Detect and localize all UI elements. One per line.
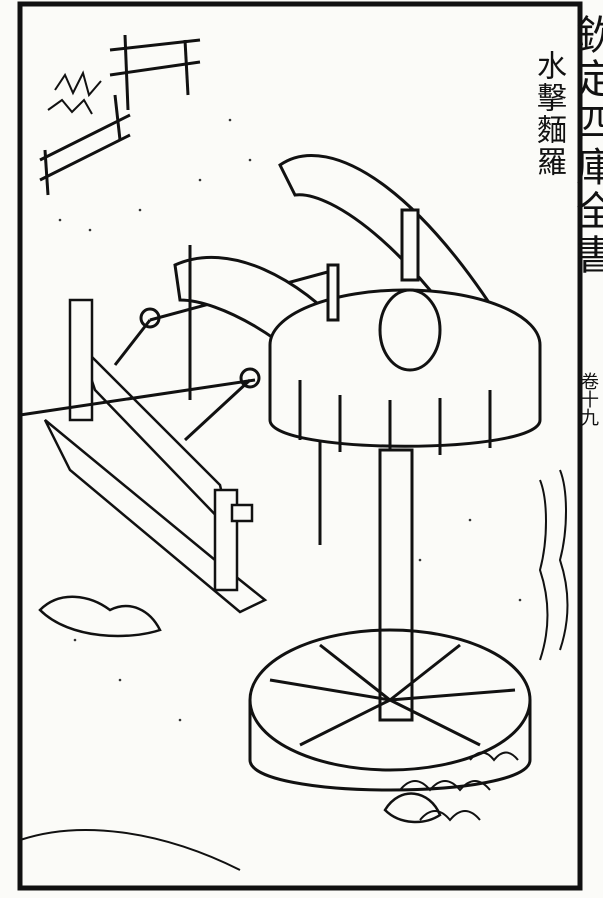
page-border [17,1,583,891]
illustration-caption: 水擊麵羅 [531,50,566,178]
header-title: 欽定四庫全書 [569,14,603,278]
millstone-drum [268,208,542,456]
fence [39,34,201,196]
rocks [38,595,442,824]
water-waves [19,469,569,871]
sieve-trough [43,298,268,614]
vertical-shaft [378,448,414,722]
ground-stipple [58,118,522,722]
shrub [47,70,102,115]
volume-label: 卷十九 [578,372,599,426]
water-wheel [248,628,532,792]
